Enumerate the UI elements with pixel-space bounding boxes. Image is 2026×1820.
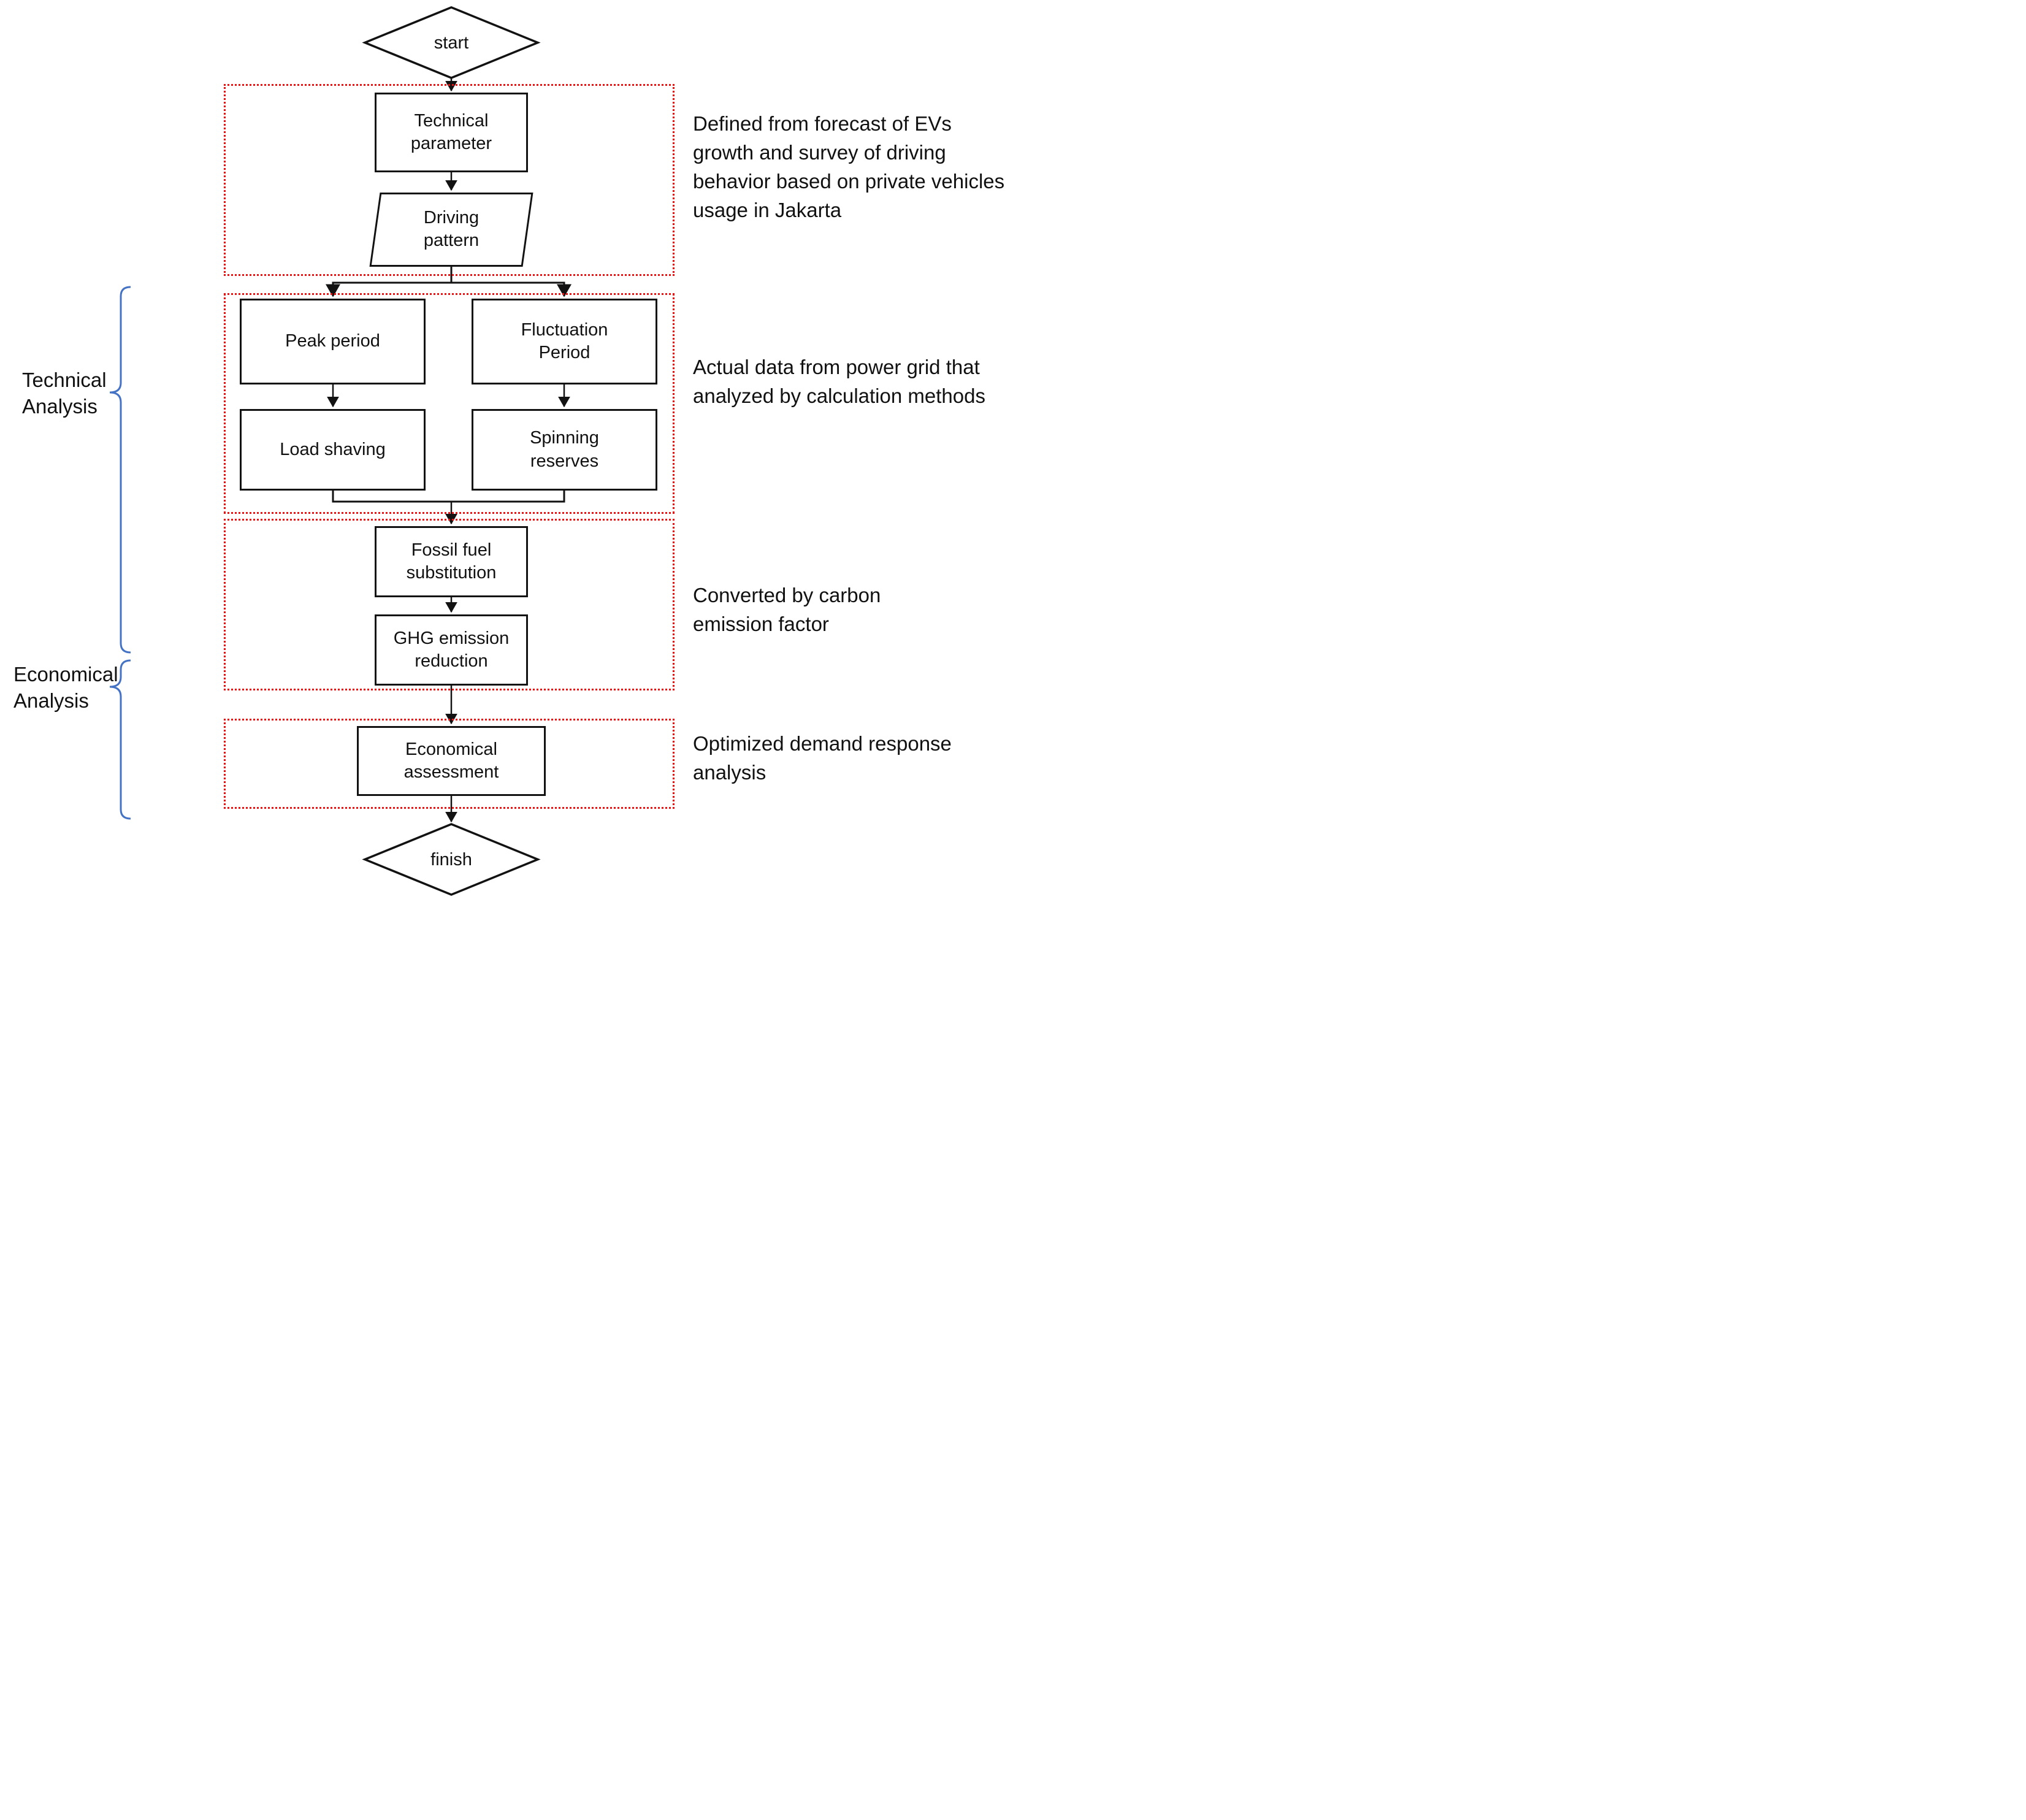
start-label: start	[434, 32, 469, 53]
economical-assessment-box: Economical assessment	[357, 726, 546, 796]
flowchart-canvas: start finish Technical parameter Driving…	[0, 0, 1013, 910]
fossil-fuel-substitution-box: Fossil fuel substitution	[375, 526, 528, 597]
fluctuation-period-box: Fluctuation Period	[472, 299, 657, 384]
technical-parameter-label: Technical parameter	[410, 110, 492, 153]
load-shaving-box: Load shaving	[240, 409, 426, 491]
finish-diamond-label: finish	[372, 841, 531, 878]
peak-period-label: Peak period	[285, 331, 380, 351]
annotation-actual-data: Actual data from power grid that analyze…	[693, 356, 985, 407]
economical-analysis-label: Economical Analysis	[13, 663, 118, 712]
annotation-converted-by-carbon: Converted by carbon emission factor	[693, 584, 881, 635]
technical-analysis-label: Technical Analysis	[22, 369, 107, 418]
finish-label: finish	[430, 849, 472, 870]
load-shaving-label: Load shaving	[280, 439, 386, 459]
start-diamond-label: start	[372, 25, 531, 61]
driving-pattern-label: Driving pattern	[423, 208, 480, 251]
economical-assessment-label: Economical assessment	[403, 739, 499, 782]
driving-pattern-parallelogram: Driving pattern	[369, 193, 533, 267]
peak-period-box: Peak period	[240, 299, 426, 384]
spinning-reserves-box: Spinning reserves	[472, 409, 657, 491]
ghg-emission-reduction-box: GHG emission reduction	[375, 614, 528, 686]
group-grid-analysis	[224, 293, 675, 514]
group-emission-analysis	[224, 519, 675, 690]
technical-parameter-box: Technical parameter	[375, 93, 528, 172]
group-input-parameters	[224, 84, 675, 276]
ghg-emission-reduction-label: GHG emission reduction	[393, 628, 510, 671]
fossil-fuel-substitution-label: Fossil fuel substitution	[406, 540, 497, 583]
finish-diamond-shape	[362, 823, 541, 896]
technical-analysis-brace	[109, 286, 131, 654]
group-economical-analysis	[224, 719, 675, 809]
annotation-optimized-demand-response: Optimized demand response analysis	[693, 732, 952, 784]
annotation-defined-from-forecast: Defined from forecast of EVs growth and …	[693, 112, 1005, 221]
fluctuation-period-label: Fluctuation Period	[521, 319, 608, 362]
spinning-reserves-label: Spinning reserves	[530, 428, 599, 471]
connector-layer	[109, 6, 571, 896]
economical-analysis-brace	[109, 659, 131, 820]
